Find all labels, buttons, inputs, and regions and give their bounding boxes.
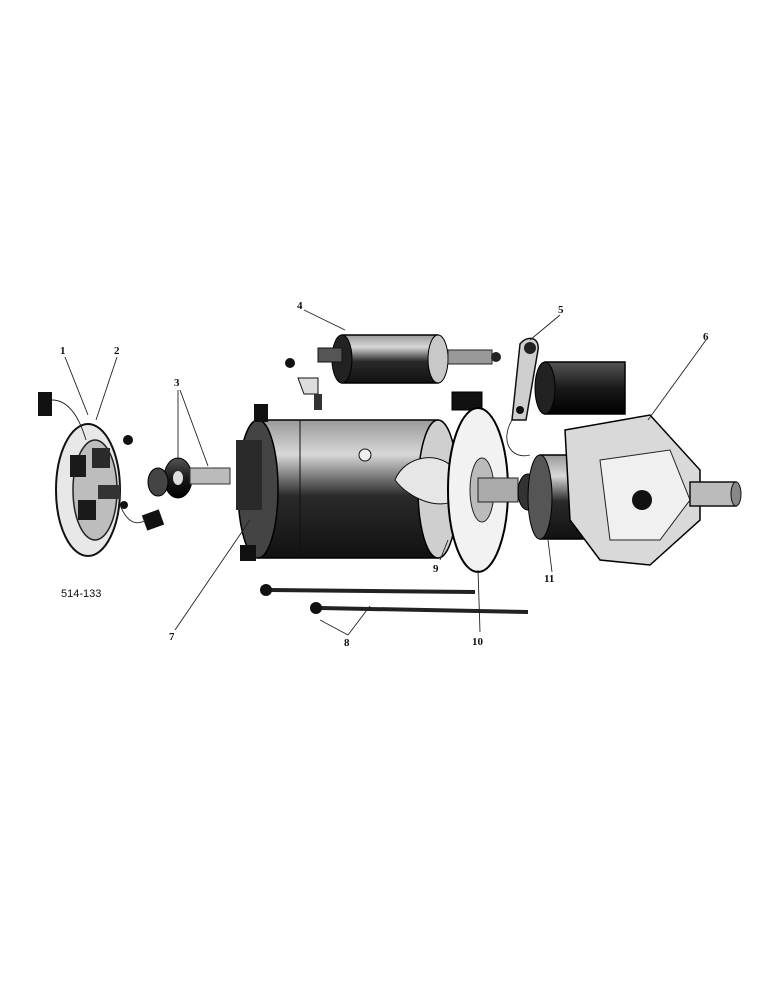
intermediate-plate xyxy=(447,407,519,573)
callout-7: 7 xyxy=(169,631,175,643)
solenoid-switch xyxy=(285,334,501,411)
callout-9: 9 xyxy=(433,563,439,575)
brush-lead-terminal xyxy=(38,392,165,531)
callout-6: 6 xyxy=(703,331,709,343)
drive-end-housing xyxy=(534,361,742,566)
leader-lines xyxy=(64,309,707,636)
callout-11: 11 xyxy=(544,573,554,585)
figure-reference-number: 514-133 xyxy=(61,588,101,600)
through-bolts xyxy=(260,584,529,614)
callout-labels: 1 2 3 4 5 6 7 8 9 10 11 xyxy=(60,300,709,649)
callout-8: 8 xyxy=(344,637,350,649)
callout-1: 1 xyxy=(60,345,66,357)
callout-10: 10 xyxy=(472,636,484,648)
commutator-end-head xyxy=(55,423,133,557)
shift-lever xyxy=(506,337,539,457)
field-frame-housing xyxy=(236,404,459,561)
callout-5: 5 xyxy=(558,304,564,316)
callout-3: 3 xyxy=(174,377,180,389)
callout-4: 4 xyxy=(297,300,303,312)
callout-2: 2 xyxy=(114,345,120,357)
commutator-washers xyxy=(147,457,231,499)
